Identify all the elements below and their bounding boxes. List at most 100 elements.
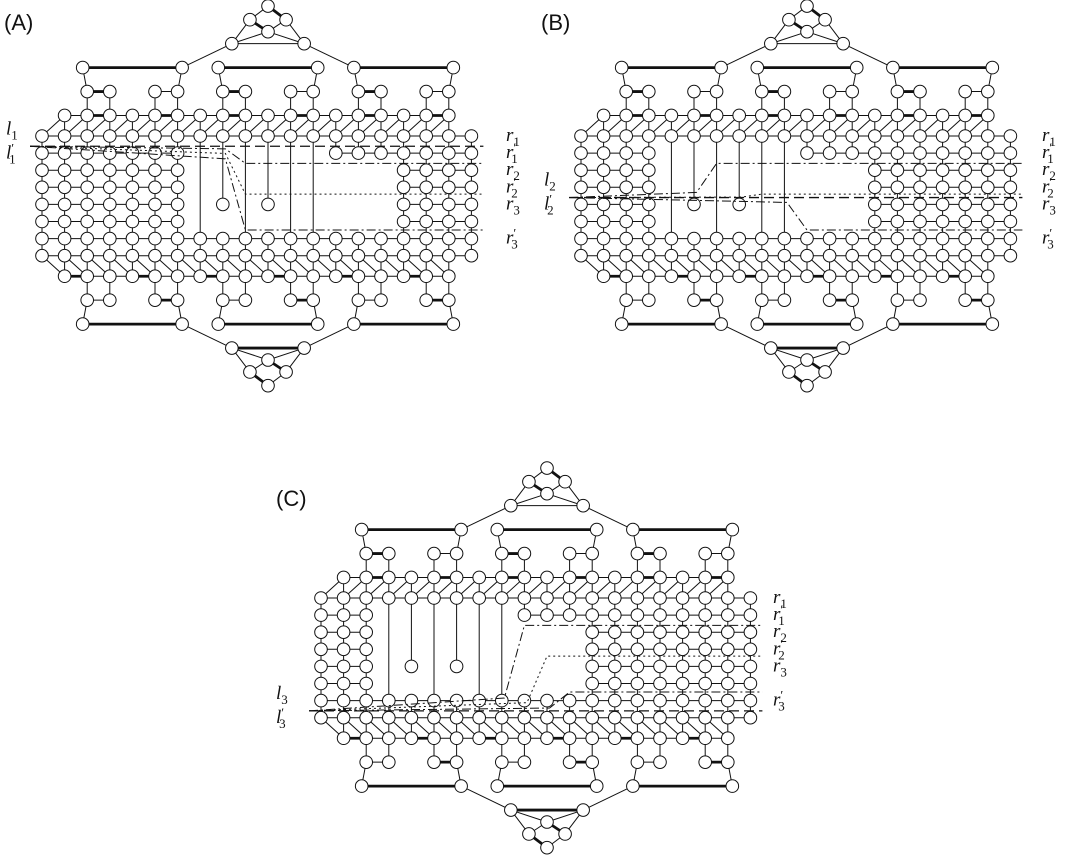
graph-node <box>725 522 740 537</box>
graph-node <box>314 693 328 708</box>
dotted-cut-line <box>308 655 763 712</box>
graph-node <box>1003 146 1018 160</box>
graph-node <box>35 180 49 195</box>
graph-node <box>314 642 328 657</box>
graph-node <box>374 108 388 123</box>
graph-node <box>495 755 509 769</box>
graph-node <box>800 231 814 246</box>
graph-node <box>216 248 230 263</box>
graph-node <box>57 129 72 143</box>
graph-node <box>396 269 411 284</box>
right-label-r: r′2 <box>506 174 518 200</box>
graph-node <box>472 570 487 585</box>
graph-node <box>464 180 479 195</box>
graph-node <box>619 129 634 143</box>
graph-node <box>585 693 600 708</box>
graph-node <box>306 269 321 284</box>
graph-node <box>935 108 950 123</box>
graph-node <box>175 60 189 75</box>
graph-node <box>517 608 532 622</box>
graph-node <box>310 60 325 75</box>
graph-node <box>442 248 456 263</box>
graph-node <box>743 642 758 657</box>
graph-node <box>57 231 72 246</box>
graph-node <box>630 608 645 622</box>
graph-node <box>725 779 740 793</box>
graph-node <box>687 84 701 99</box>
graph-node <box>585 659 600 674</box>
graph-node <box>419 248 434 263</box>
graph-node <box>743 625 758 640</box>
graph-node <box>374 129 388 143</box>
graph-node <box>562 608 577 622</box>
graph-node <box>351 248 366 263</box>
graph-node <box>442 293 456 307</box>
right-label-r: r1 <box>773 587 787 611</box>
graph-node <box>472 710 487 725</box>
graph-node <box>211 317 226 331</box>
graph-node <box>755 129 769 143</box>
graph-node <box>981 214 995 229</box>
graph-node <box>464 163 479 177</box>
graph-node <box>675 731 690 746</box>
graph-node <box>619 163 634 177</box>
graph-node <box>630 570 645 585</box>
graph-node <box>913 163 927 177</box>
graph-node <box>351 293 366 307</box>
graph-edge <box>181 43 233 69</box>
graph-node <box>442 108 456 123</box>
graph-node <box>698 642 713 657</box>
graph-node <box>359 591 374 605</box>
graph-node <box>890 163 905 177</box>
graph-node <box>80 163 94 177</box>
graph-node <box>626 522 640 537</box>
graph-node <box>80 248 94 263</box>
graph-node <box>442 163 456 177</box>
graph-node <box>310 317 325 331</box>
graph-node <box>314 608 328 622</box>
graph-node <box>419 231 434 246</box>
graph-node <box>442 269 456 284</box>
graph-node <box>585 642 600 657</box>
graph-node <box>261 197 275 212</box>
graph-node <box>540 815 554 829</box>
graph-node <box>464 231 479 246</box>
graph-node <box>608 570 622 585</box>
graph-node <box>175 317 189 331</box>
graph-node <box>404 570 419 585</box>
right-label-r: r′2 <box>1042 174 1054 200</box>
graph-node <box>359 693 374 708</box>
graph-node <box>777 129 792 143</box>
graph-node <box>193 129 207 143</box>
graph-node <box>351 129 366 143</box>
graph-node <box>472 693 487 708</box>
graph-node <box>419 269 434 284</box>
graph-node <box>619 197 634 212</box>
graph-node <box>454 522 468 537</box>
graph-node <box>354 779 369 793</box>
graph-node <box>336 731 351 746</box>
graph-node <box>868 163 882 177</box>
graph-node <box>653 693 667 708</box>
graph-node <box>782 365 796 379</box>
graph-node <box>419 293 434 307</box>
graph-node <box>626 779 640 793</box>
graph-node <box>574 197 588 212</box>
graph-node <box>170 231 185 246</box>
graph-node <box>981 293 995 307</box>
graph-node <box>800 269 814 284</box>
graph-node <box>351 269 366 284</box>
graph-node <box>935 180 950 195</box>
graph-node <box>148 163 162 177</box>
graph-node <box>687 231 701 246</box>
graph-node <box>35 197 49 212</box>
graph-node <box>777 293 792 307</box>
graph-node <box>148 180 162 195</box>
dashdot-cut-line <box>568 197 1023 231</box>
graph-node <box>709 248 724 263</box>
graph-node <box>777 84 792 99</box>
graph-node <box>698 659 713 674</box>
graph-node <box>540 693 554 708</box>
graph-node <box>359 642 374 657</box>
